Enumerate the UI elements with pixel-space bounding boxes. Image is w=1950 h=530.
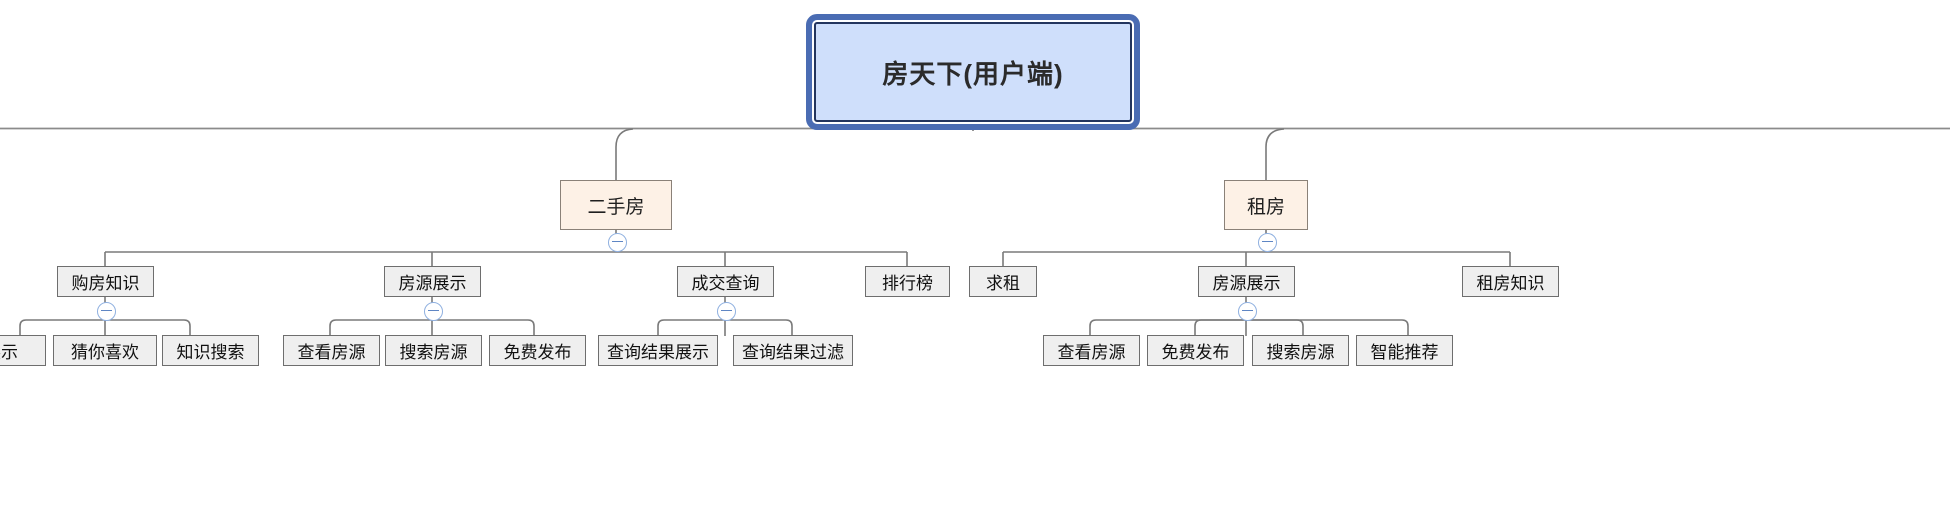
node-label: 房源展示 <box>1212 274 1281 293</box>
leaf-node-mianfei-fabu-es[interactable]: 免费发布 <box>489 335 586 366</box>
leaf-node-mianfei-fabu-zf[interactable]: 免费发布 <box>1147 335 1244 366</box>
leaf-node-chaxun-jieguo-guolv[interactable]: 查询结果过滤 <box>733 335 853 366</box>
node-label: 免费发布 <box>503 343 572 362</box>
root-node[interactable]: 房天下(用户端) <box>806 14 1140 130</box>
leaf-node-chakan-fangyuan-zf[interactable]: 查看房源 <box>1043 335 1140 366</box>
collapse-toggle-chengjiao[interactable] <box>716 301 736 321</box>
collapse-toggle-es-fangyuan[interactable] <box>423 301 443 321</box>
node-label: 查询结果展示 <box>607 343 709 362</box>
node-chengjiao[interactable]: 成交查询 <box>677 266 774 297</box>
category-label: 二手房 <box>587 196 645 218</box>
node-label: 求租 <box>986 274 1020 293</box>
leaf-node-sousuo-fangyuan-zf[interactable]: 搜索房源 <box>1252 335 1349 366</box>
node-label: 免费发布 <box>1161 343 1230 362</box>
leaf-node-zhanshi[interactable]: 展示 <box>0 335 46 366</box>
node-label: 展示 <box>0 343 18 362</box>
root-node-label: 房天下(用户端) <box>882 58 1064 89</box>
category-node-zufang[interactable]: 租房 <box>1224 180 1308 230</box>
leaf-node-sousuo-fangyuan-es[interactable]: 搜索房源 <box>385 335 482 366</box>
node-zufang-zhishi[interactable]: 租房知识 <box>1462 266 1559 297</box>
leaf-node-caini-xihuan[interactable]: 猜你喜欢 <box>53 335 157 366</box>
node-gouf-zhishi[interactable]: 购房知识 <box>57 266 154 297</box>
collapse-toggle-zf-fangyuan[interactable] <box>1237 301 1257 321</box>
node-label: 租房知识 <box>1476 274 1545 293</box>
node-label: 成交查询 <box>691 274 760 293</box>
node-label: 排行榜 <box>882 274 933 293</box>
node-paihangbang[interactable]: 排行榜 <box>865 266 950 297</box>
node-label: 查看房源 <box>1057 343 1126 362</box>
collapse-toggle-gouf-zhishi[interactable] <box>96 301 116 321</box>
node-label: 搜索房源 <box>399 343 468 362</box>
category-label: 租房 <box>1246 196 1285 218</box>
node-es-fangyuan[interactable]: 房源展示 <box>384 266 481 297</box>
node-qiuzu[interactable]: 求租 <box>969 266 1037 297</box>
leaf-node-chakan-fangyuan-es[interactable]: 查看房源 <box>283 335 380 366</box>
leaf-node-chaxun-jieguo-zhanshi[interactable]: 查询结果展示 <box>598 335 718 366</box>
node-label: 猜你喜欢 <box>71 343 139 362</box>
node-label: 查询结果过滤 <box>742 343 844 362</box>
node-label: 搜索房源 <box>1266 343 1335 362</box>
category-node-ershoufang[interactable]: 二手房 <box>560 180 672 230</box>
node-label: 房源展示 <box>398 274 467 293</box>
collapse-toggle-zufang[interactable] <box>1257 232 1277 252</box>
leaf-node-zhineng-tuijian[interactable]: 智能推荐 <box>1356 335 1453 366</box>
leaf-node-zhishi-sousuo[interactable]: 知识搜索 <box>162 335 259 366</box>
node-label: 知识搜索 <box>176 343 245 362</box>
node-label: 智能推荐 <box>1370 343 1439 362</box>
node-label: 查看房源 <box>297 343 366 362</box>
collapse-toggle-ershoufang[interactable] <box>607 232 627 252</box>
node-zf-fangyuan[interactable]: 房源展示 <box>1198 266 1295 297</box>
node-label: 购房知识 <box>71 274 140 293</box>
